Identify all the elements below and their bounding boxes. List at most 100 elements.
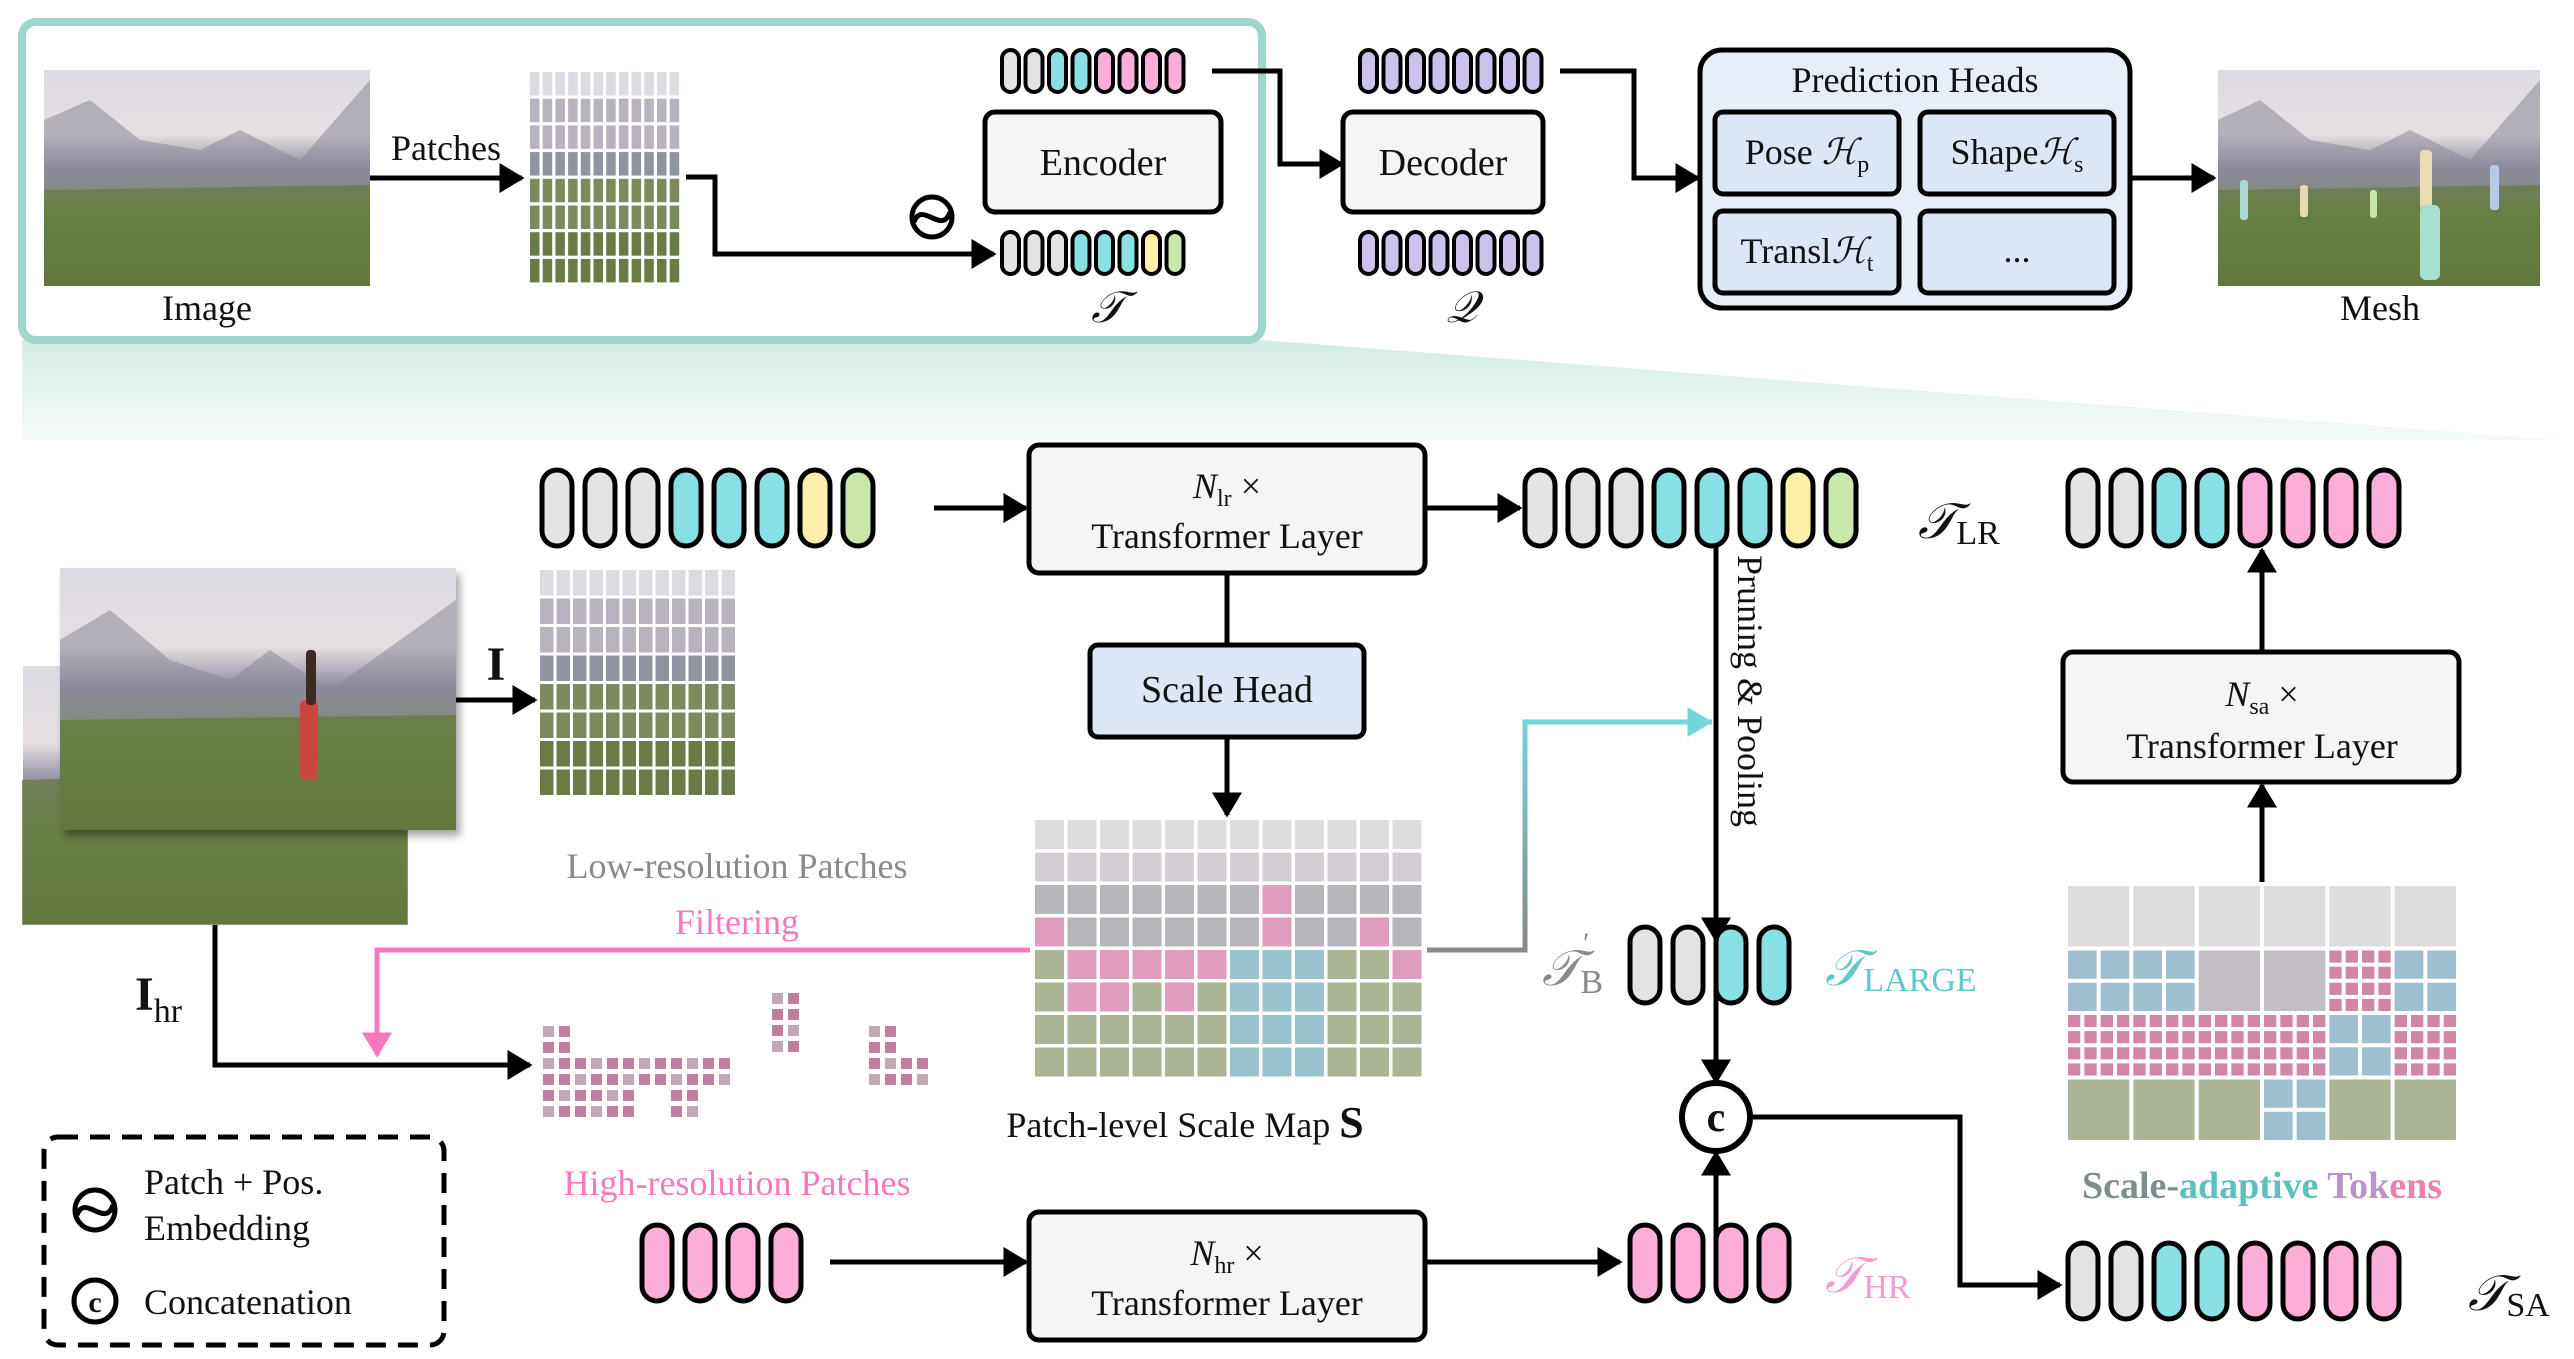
patch-cell — [618, 98, 629, 123]
patch-cell — [1327, 950, 1357, 979]
patch-cell — [655, 627, 669, 653]
legend-embed-line2: Embedding — [144, 1208, 310, 1248]
patch-cell — [580, 205, 591, 229]
patch-cell — [556, 598, 570, 624]
patch-cell — [1197, 917, 1227, 947]
hr-patch — [559, 1026, 570, 1037]
sa-small-cell — [2084, 1015, 2097, 1028]
sa-small-cell — [2231, 1015, 2244, 1028]
sa-small-cell — [2362, 950, 2375, 963]
patch-cell — [657, 205, 667, 229]
sa-small-cell — [2084, 1063, 2097, 1076]
sa-small-cell — [2296, 1015, 2309, 1028]
token-purple — [1358, 48, 1379, 94]
patch-cell — [1262, 820, 1292, 849]
patch-cell — [705, 598, 719, 624]
patch-cell — [1035, 950, 1064, 979]
shape-head[interactable]: Shapeℋs — [1917, 109, 2117, 197]
patch-cell — [1327, 852, 1357, 882]
sa-layer-n: N — [2224, 674, 2251, 714]
query-tokens-top — [1358, 48, 1544, 94]
sa-small-cell — [2247, 1015, 2260, 1028]
sa-small-cell — [2100, 1031, 2113, 1044]
sa-medium-cell — [2296, 1079, 2326, 1108]
shape-head-subscript: s — [2074, 152, 2083, 178]
patch-cell — [589, 712, 603, 738]
patch-cell — [555, 258, 565, 283]
svg-text:Pose ℋp: Pose ℋp — [1745, 132, 1870, 178]
token-gray — [1000, 230, 1021, 276]
patch-cell — [669, 205, 680, 229]
patch-cell — [530, 98, 540, 123]
patch-cell — [556, 741, 570, 767]
hr-patch — [607, 1058, 618, 1069]
patch-cell — [1067, 852, 1097, 882]
patch-cell — [556, 769, 570, 795]
hr-image-arrow — [212, 925, 533, 1080]
more-heads[interactable]: ... — [1917, 208, 2117, 296]
hr-patch — [607, 1106, 618, 1117]
sa-small-cell — [2329, 950, 2342, 963]
patch-cell — [639, 712, 653, 738]
patch-cell — [1132, 982, 1162, 1012]
sa-small-cell — [2329, 998, 2342, 1011]
patch-cell — [1327, 982, 1357, 1012]
hr-patch — [788, 993, 799, 1004]
sa-medium-cell — [2329, 1015, 2358, 1044]
token-pink — [2366, 467, 2402, 549]
patch-cell — [655, 712, 669, 738]
sa-small-cell — [2198, 1047, 2211, 1060]
patch-cell — [644, 258, 654, 283]
patch-cell — [1230, 885, 1259, 914]
patch-cell — [530, 178, 540, 203]
sa-small-cell — [2149, 1015, 2162, 1028]
encoder-label: Encoder — [1040, 142, 1167, 184]
patch-cell — [573, 627, 587, 653]
token-purple — [1475, 48, 1497, 94]
patch-cell — [657, 125, 667, 149]
hr-transformer-layer[interactable]: Nhr × Transformer Layer — [1026, 1209, 1428, 1343]
patch-cell — [1100, 1015, 1129, 1044]
sa-layer-sub: sa — [2249, 694, 2269, 720]
patch-cell — [1035, 917, 1064, 947]
sa-small-cell — [2443, 1047, 2456, 1060]
pose-head[interactable]: Pose ℋp — [1712, 109, 1902, 197]
token-pink — [1627, 1222, 1663, 1304]
patch-cell — [606, 232, 616, 256]
lr-transformer-layer[interactable]: Nlr × Transformer Layer — [1026, 442, 1428, 576]
sa-transformer-layer[interactable]: Nsa × Transformer Layer — [2060, 649, 2462, 785]
sa-small-cell — [2198, 1063, 2211, 1076]
sa-large-cell — [2068, 886, 2130, 947]
token-pink — [1756, 1222, 1792, 1304]
token-cyan — [2194, 1240, 2230, 1322]
transl-head[interactable]: Translℋt — [1712, 208, 1902, 296]
scale-adaptive-token-grid — [2068, 886, 2456, 1140]
patch-cell — [1132, 1047, 1162, 1077]
patch-cell — [1295, 917, 1324, 947]
patch-cell — [1035, 820, 1064, 849]
sa-tokens — [2065, 1240, 2402, 1322]
sa-small-cell — [2166, 1047, 2179, 1060]
sa-large-cell — [2198, 1079, 2260, 1140]
hr-patch — [703, 1058, 714, 1069]
hr-patch — [671, 1106, 682, 1117]
encoder-box[interactable]: Encoder — [982, 109, 1224, 215]
decoder-box[interactable]: Decoder — [1340, 109, 1546, 215]
patch-cell — [580, 258, 591, 283]
token-gray — [1023, 230, 1045, 276]
patch-cell — [1165, 1015, 1194, 1044]
patch-cell — [580, 72, 591, 96]
patch-cell — [1100, 1047, 1129, 1077]
hr-patch — [559, 1042, 570, 1053]
patch-cell — [644, 232, 654, 256]
patch-cell — [568, 258, 578, 283]
pose-head-symbol: ℋ — [1822, 132, 1863, 172]
sa-small-cell — [2362, 998, 2375, 1011]
sa-small-cell — [2264, 1031, 2277, 1044]
sa-small-cell — [2345, 998, 2358, 1011]
embedding-icon — [909, 194, 955, 240]
scale-head-box[interactable]: Scale Head — [1087, 642, 1367, 740]
hr-patch — [917, 1058, 928, 1069]
patch-cell — [1295, 950, 1324, 979]
patch-cell — [606, 627, 620, 653]
